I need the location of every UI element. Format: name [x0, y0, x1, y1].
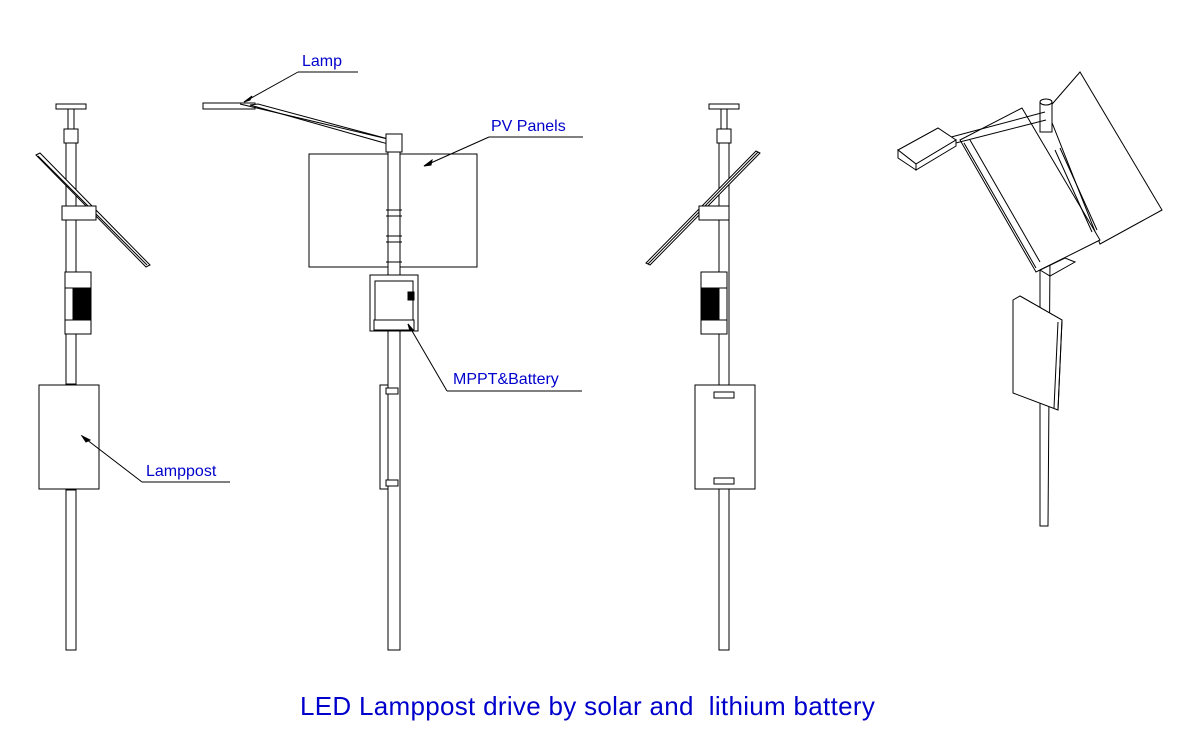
diagram-caption: LED Lamppost drive by solar and lithium … [300, 691, 875, 721]
label-mppt-battery: MPPT&Battery [453, 371, 559, 388]
side-view-left [35, 103, 151, 651]
label-lamp: Lamp [302, 53, 342, 70]
label-pv-panels: PV Panels [491, 118, 566, 135]
rear-view [645, 103, 761, 651]
label-lamppost: Lamppost [146, 463, 217, 480]
leader-lines [80, 71, 583, 483]
isometric-view [897, 71, 1163, 527]
front-view [202, 102, 478, 651]
